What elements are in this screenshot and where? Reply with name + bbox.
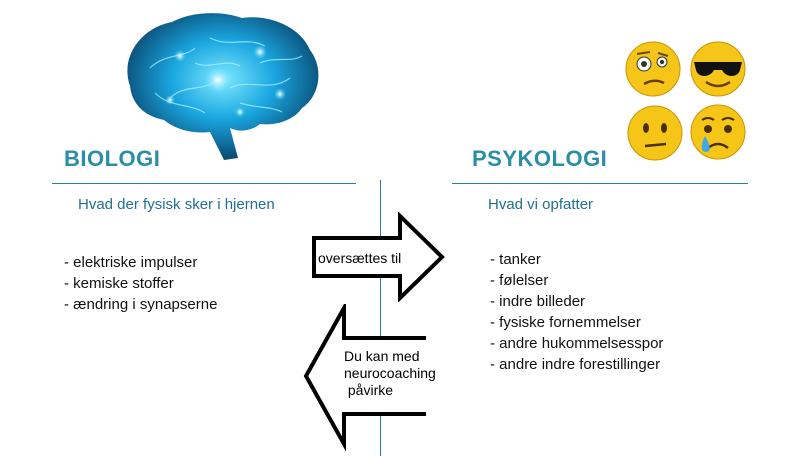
right-arrow-shape [312,212,445,302]
biology-list: - elektriske impulser - kemiske stoffer … [64,252,217,315]
psychology-list: - tanker - følelser - indre billeder - f… [490,249,663,375]
neutral-face-icon [627,105,683,161]
confused-face-icon [625,41,681,97]
biology-heading: BIOLOGI [64,146,161,171]
list-item: - andre hukommelsesspor [490,335,664,352]
left-arrow-label-line: neurocoaching [344,365,436,381]
left-divider [52,183,356,184]
list-item: - kemiske stoffer [64,275,174,292]
psychology-subheading: Hvad vi opfatter [488,196,594,213]
list-item: - ændring i synapserne [64,296,218,313]
left-arrow-shape [303,304,426,452]
sunglasses-face-icon [690,41,746,97]
biology-subheading: Hvad der fysisk sker i hjernen [78,196,275,213]
center-divider [380,180,381,456]
list-item: - indre billeder [490,293,586,310]
right-divider [452,183,748,184]
psychology-heading: PSYKOLOGI [472,146,608,171]
right-arrow-label: oversættes til [318,250,402,266]
list-item: - tanker [490,251,541,268]
list-item: - andre indre forestillinger [490,356,661,373]
left-arrow-label-line: påvirke [344,382,394,398]
crying-face-icon [690,104,746,160]
left-arrow-label: Du kan med neurocoaching påvirke [344,348,454,399]
left-arrow-label-line: Du kan med [344,348,420,364]
list-item: - fysiske fornemmelser [490,314,641,331]
brain-illustration [127,13,319,160]
list-item: - følelser [490,272,549,289]
list-item: - elektriske impulser [64,254,198,271]
